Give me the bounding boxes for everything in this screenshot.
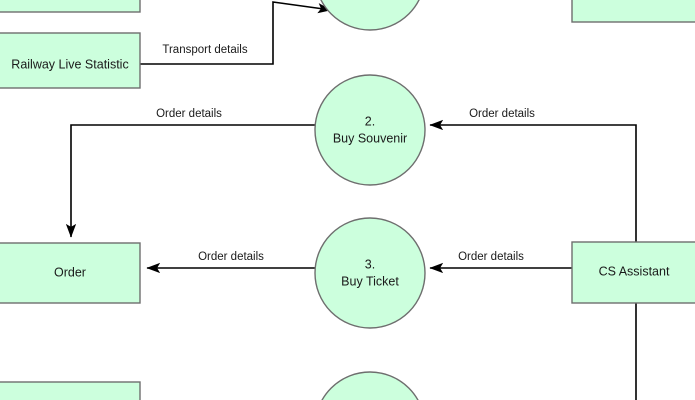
process-buy-souvenir-name: Buy Souvenir <box>333 131 407 145</box>
process-buy-ticket-shape[interactable] <box>314 217 426 329</box>
flow-order-details-ticket-in-label: Order details <box>458 251 524 263</box>
flow-order-details-souvenir-in: Order details <box>429 108 637 400</box>
flow-transport-details-label: Transport details <box>162 44 247 56</box>
process-bottom-partial[interactable] <box>315 371 425 400</box>
process-bottom-partial-shape[interactable] <box>315 371 425 400</box>
flow-transport-details: Transport details <box>140 1 332 65</box>
flow-order-details-ticket-out-label: Order details <box>198 251 264 263</box>
process-top-partial[interactable] <box>315 0 425 31</box>
entity-order[interactable]: Order <box>0 242 141 304</box>
flow-order-details-ticket-in: Order details <box>429 251 573 274</box>
process-buy-souvenir[interactable]: 2. Buy Souvenir <box>314 74 426 186</box>
process-buy-souvenir-shape[interactable] <box>314 74 426 186</box>
process-top-partial-shape[interactable] <box>315 0 425 31</box>
flow-order-details-souvenir-out: Order details <box>65 108 316 238</box>
flow-order-details-souvenir-in-label: Order details <box>469 108 535 120</box>
entity-cs-assistant-shape[interactable] <box>571 241 695 304</box>
flow-order-details-souvenir-in-line <box>429 119 637 400</box>
process-buy-ticket-name: Buy Ticket <box>341 274 399 288</box>
entity-railway-live-statistic-label: Railway Live Statistic <box>11 57 128 71</box>
entity-cs-assistant-label: CS Assistant <box>599 264 670 278</box>
entity-top-left-partial-shape[interactable] <box>0 0 141 13</box>
entity-top-right-partial-shape[interactable] <box>571 0 695 23</box>
process-buy-ticket-number: 3. <box>365 257 375 271</box>
entity-railway-live-statistic[interactable]: Railway Live Statistic <box>0 32 141 89</box>
flow-order-details-ticket-out: Order details <box>146 251 316 274</box>
flow-transport-details-line <box>140 1 332 65</box>
entity-order-shape[interactable] <box>0 242 141 304</box>
entity-bottom-left-partial-shape[interactable] <box>0 381 141 400</box>
process-buy-souvenir-number: 2. <box>365 114 375 128</box>
entity-order-label: Order <box>54 265 86 279</box>
entity-top-right-partial[interactable] <box>571 0 695 23</box>
entity-cs-assistant[interactable]: CS Assistant <box>571 241 695 304</box>
flow-order-details-souvenir-out-line <box>65 124 316 238</box>
flow-order-details-souvenir-out-label: Order details <box>156 108 222 120</box>
entity-top-left-partial[interactable] <box>0 0 141 13</box>
process-buy-ticket[interactable]: 3. Buy Ticket <box>314 217 426 329</box>
entity-railway-live-statistic-shape[interactable] <box>0 32 141 89</box>
entity-bottom-left-partial[interactable] <box>0 381 141 400</box>
